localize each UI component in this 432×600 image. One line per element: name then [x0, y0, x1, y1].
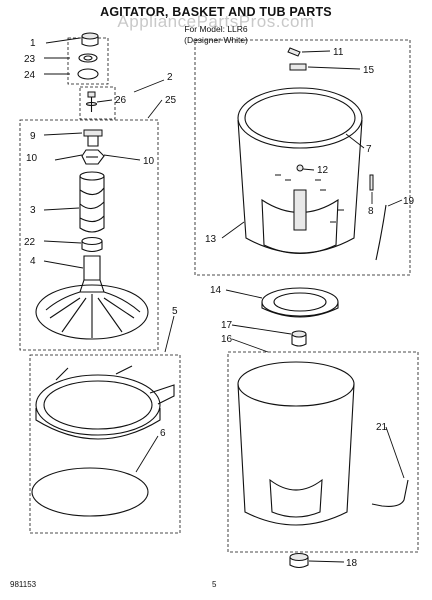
bolt-group-box	[79, 86, 116, 120]
callout-label: 16	[221, 334, 233, 345]
watermark-text: AppliancePartsPros.com	[117, 12, 315, 31]
seal-part	[78, 53, 98, 63]
ring-group-box	[29, 354, 181, 534]
auger-part	[79, 171, 105, 233]
callout-label: 24	[24, 70, 36, 81]
callout-label: 4	[30, 256, 36, 267]
callout-label: 22	[24, 237, 36, 248]
drain-nut-part	[289, 553, 309, 569]
callout-label: 5	[172, 306, 178, 317]
agitator-group-box	[19, 119, 159, 351]
fastener-part	[369, 174, 374, 191]
ring-seal-part	[31, 467, 149, 517]
callout-label: 10	[26, 153, 38, 164]
callout-label: 7	[366, 144, 372, 155]
nut-part	[289, 63, 307, 71]
callout-label: 10	[143, 156, 155, 167]
tub-group-box	[227, 351, 419, 553]
o-ring-part	[77, 68, 99, 80]
agitator-base-part	[35, 255, 149, 340]
callout-label: 19	[403, 196, 415, 207]
callout-label: 12	[317, 165, 329, 176]
callout-label: 17	[221, 320, 233, 331]
callout-label: 8	[368, 206, 374, 217]
drive-hub-part	[261, 287, 339, 318]
callout-label: 6	[160, 428, 166, 439]
callout-label: 15	[363, 65, 375, 76]
diagram-title: AGITATOR, BASKET AND TUB PARTS	[100, 5, 332, 19]
callout-label: 21	[376, 422, 388, 433]
page-number: 5	[212, 580, 217, 589]
seal-group-box	[67, 37, 109, 85]
dog-cap-part	[83, 129, 103, 147]
spanner-nut-part	[291, 330, 307, 347]
callout-label: 23	[24, 54, 36, 65]
callout-label: 3	[30, 205, 36, 216]
callout-label: 25	[165, 95, 177, 106]
bushing-part	[81, 236, 103, 253]
clip-part	[287, 47, 301, 57]
hose-part	[375, 204, 387, 261]
callout-label: 1	[30, 38, 36, 49]
agitator-cap-part	[81, 32, 99, 47]
bolt-part	[85, 91, 98, 112]
basket-group-box	[194, 39, 411, 276]
callout-label: 9	[30, 131, 36, 142]
drain-hose-part	[371, 479, 409, 507]
callout-label: 14	[210, 285, 222, 296]
wash-basket-part	[237, 87, 363, 254]
model-line: For Model: LLR6	[184, 24, 248, 34]
balance-ring-part	[35, 365, 175, 440]
outer-tub-part	[237, 361, 355, 526]
agitator-dogs-part	[81, 149, 105, 165]
callout-label: 11	[333, 47, 344, 58]
callout-label: 13	[205, 234, 217, 245]
callout-label: 18	[346, 558, 358, 569]
drawing-code: 981153	[10, 580, 37, 589]
callout-label: 2	[167, 72, 173, 83]
callout-label: 26	[115, 95, 127, 106]
